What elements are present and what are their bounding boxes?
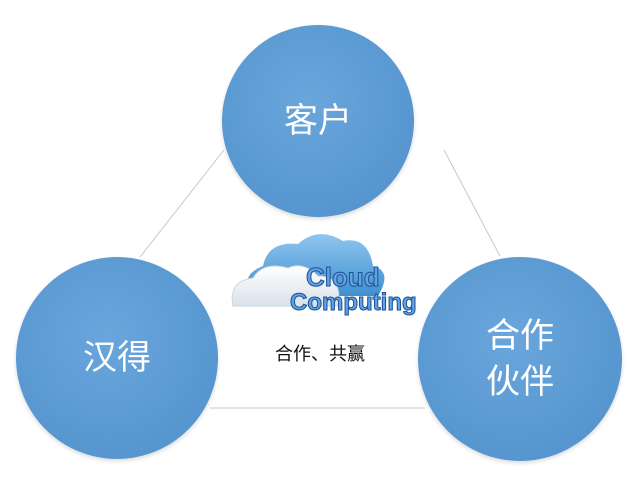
center-caption: 合作、共赢 [275,344,365,365]
node-label-line1: 合作 [486,316,554,356]
node-hand: 汉得 [16,257,218,459]
logo-text-cloud: Cloud [306,262,380,292]
logo-text-computing: Computing [290,289,417,316]
cloud-icon [231,234,385,307]
connector-top-left [139,149,225,258]
node-label: 汉得 [83,338,151,378]
node-partner: 合作 伙伴 [418,257,622,461]
node-customer: 客户 [222,25,414,217]
node-label: 客户 [284,101,352,141]
cloud-computing-logo: Cloud Computing [231,234,417,317]
connector-top-right [443,149,501,257]
node-label-line2: 伙伴 [486,362,554,402]
